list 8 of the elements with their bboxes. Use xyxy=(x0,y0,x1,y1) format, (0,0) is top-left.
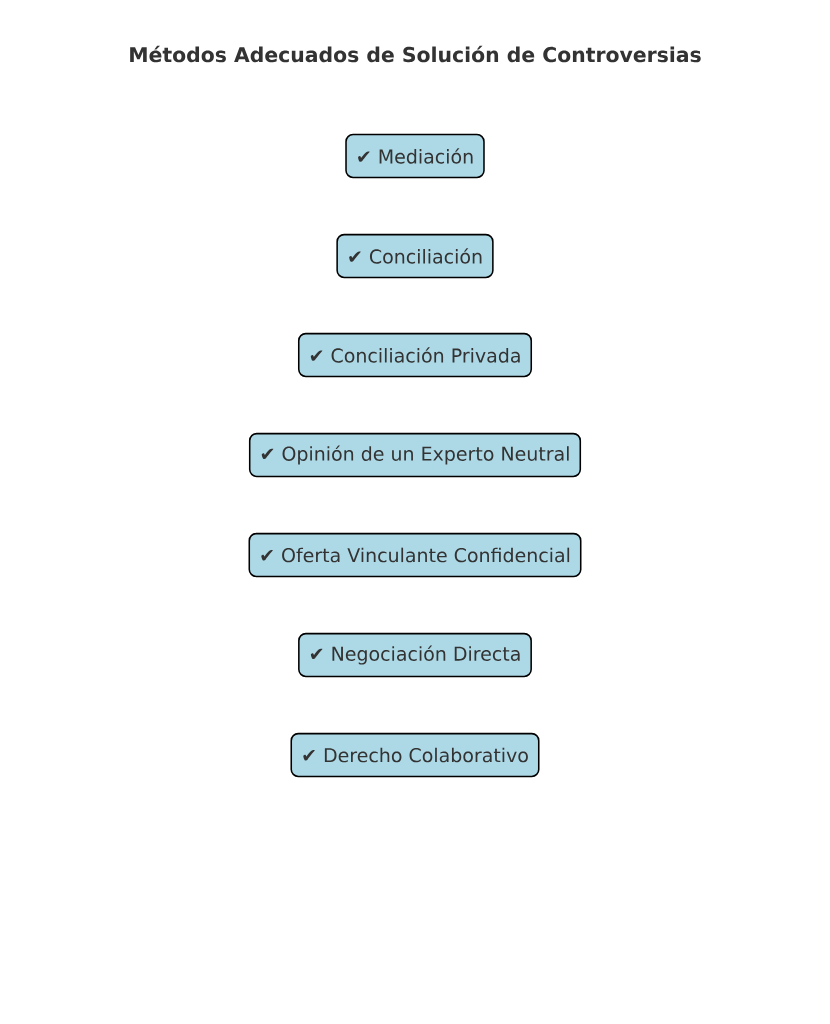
method-box: ✔ Conciliación xyxy=(336,233,494,279)
method-box: ✔ Mediación xyxy=(345,133,485,179)
method-box: ✔ Derecho Colaborativo xyxy=(290,732,540,778)
method-box: ✔ Opinión de un Experto Neutral xyxy=(248,432,582,478)
method-box: ✔ Conciliación Privada xyxy=(297,332,533,378)
method-box: ✔ Negociación Directa xyxy=(298,632,532,678)
title: Métodos Adecuados de Solución de Controversias xyxy=(130,45,701,63)
method-box: ✔ Oferta Vinculante Confidencial xyxy=(248,532,582,578)
